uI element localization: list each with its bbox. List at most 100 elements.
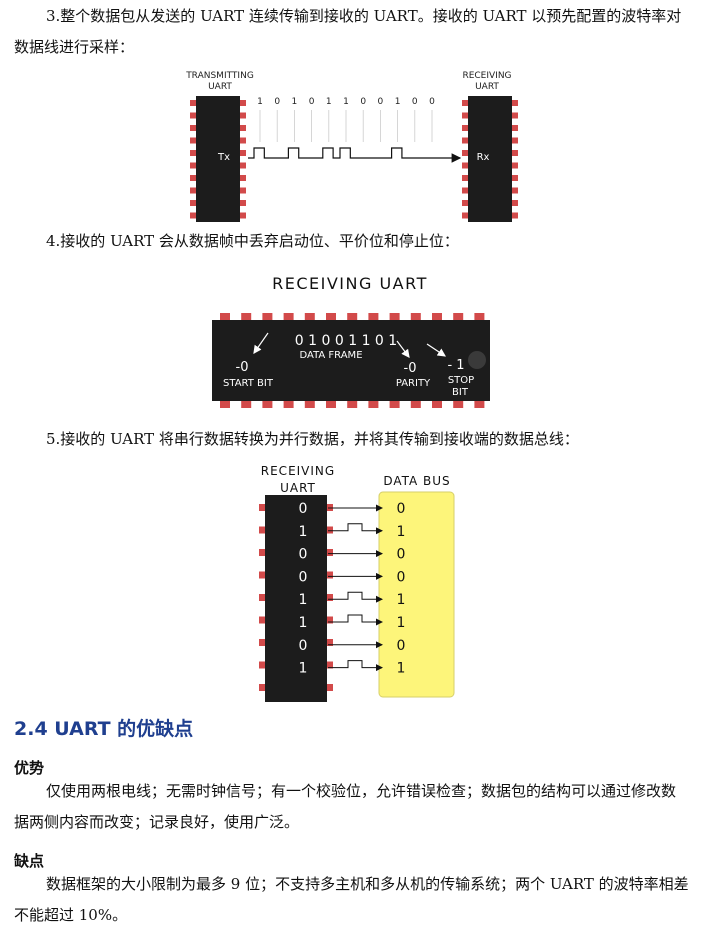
pin [368,398,379,408]
pin [238,200,246,206]
pin [238,100,246,106]
uart-output-bit: 1 [299,524,308,540]
pin [259,504,267,511]
pin [453,313,464,323]
pin [325,684,333,691]
pin [326,398,336,408]
paragraph-step4: 4.接收的 UART 会从数据帧中丢弃启动位、平价位和停止位： [46,232,459,250]
pin [220,313,230,323]
pin [462,125,470,131]
uart-output-bit: 0 [299,569,308,585]
data-bus-bit: 1 [397,661,406,677]
pin [190,212,198,219]
pin [347,398,358,408]
pin [238,175,246,181]
pin [259,571,267,579]
pin [238,150,246,156]
figure-receiving-uart-frame: RECEIVING UART 0 1 0 0 1 1 0 1 DATA FRAM… [212,274,490,408]
pin [283,398,294,408]
pin [220,398,230,408]
pin [462,212,470,219]
pin [462,137,470,144]
pin [190,100,198,106]
start-bit-label: START BIT [223,378,274,389]
pin [462,187,470,194]
tx-title-line1: TRANSMITTING [185,71,254,81]
chip2-pins [220,313,485,408]
figure-uart-transmission: TRANSMITTING UART RECEIVING UART Tx Rx 1… [185,71,518,222]
pin [510,200,518,206]
disadvantages-text: 数据框架的大小限制为最多 9 位；不支持多主机和多从机的传输系统；两个 UART… [14,875,689,924]
pin [326,313,336,323]
pin [238,125,246,131]
data-frame-bits: 0 1 0 0 1 1 0 1 [295,333,397,349]
stop-bit-value: - 1 [447,358,464,373]
pin [190,150,198,156]
uart-output-bit: 0 [299,547,308,563]
advantages-text: 仅使用两根电线；无需时钟信号；有一个校验位，允许错误检查；数据包的结构可以通过修… [14,782,677,831]
rx-title-line2: UART [475,82,499,92]
start-bit-value: -0 [236,360,249,375]
pin [432,313,442,323]
data-bus-bit: 0 [397,501,406,517]
paragraph-step5: 5.接收的 UART 将串行数据转换为并行数据，并将其传输到接收端的数据总线： [46,430,579,448]
pin [283,313,294,323]
section-title: 2.4 UART 的优缺点 [14,718,194,740]
pin [190,162,198,169]
bit-label: 1 [292,97,298,107]
bit-label: 0 [360,97,366,107]
pin [190,175,198,181]
data-bus [378,491,455,698]
rx-pins [462,100,518,219]
pin [238,187,246,194]
data-bus-bit: 0 [397,569,406,585]
rx-title-line1: RECEIVING [462,71,511,81]
pin [410,398,421,408]
bit-signal-line [328,591,383,603]
receiving-uart-chip [468,96,512,222]
transmitting-uart-chip [196,96,240,222]
data-bus-title: DATA BUS [383,474,450,488]
pin [190,187,198,194]
data-bus-bit: 1 [397,615,406,631]
figure2-title: RECEIVING UART [272,274,428,293]
pin [238,137,246,144]
pin [190,137,198,144]
pin [510,112,518,119]
stop-bit-label-line1: STOP [448,375,474,386]
pin [259,684,267,691]
stop-bit-label-line2: BIT [452,387,469,398]
uart-output-bit: 1 [299,615,308,631]
pin [462,100,470,106]
bit-label: 1 [257,97,263,107]
pin [304,398,315,408]
pin [325,661,333,669]
bit-label: 1 [326,97,332,107]
pin [432,398,442,408]
receiving-uart-chip-vertical [265,495,327,702]
bit-label: 0 [378,97,384,107]
pin [325,571,333,579]
bit-label: 0 [309,97,315,107]
pin [259,661,267,669]
bit-label: 1 [343,97,349,107]
pin [190,112,198,119]
data-bus-bit: 0 [397,547,406,563]
pin [410,313,421,323]
uart-title-line2: UART [280,481,316,495]
serial-waveform [248,147,462,163]
pin [259,616,267,624]
pin [510,125,518,131]
bit-signal-line [328,660,383,672]
pin [238,112,246,119]
pin [241,313,252,323]
bit-signal-line [328,523,383,535]
uart-output-bit: 1 [299,661,308,677]
pin [474,398,485,408]
bit-label: 0 [274,97,280,107]
pin [510,212,518,219]
pin [259,639,267,646]
pin [325,639,333,646]
